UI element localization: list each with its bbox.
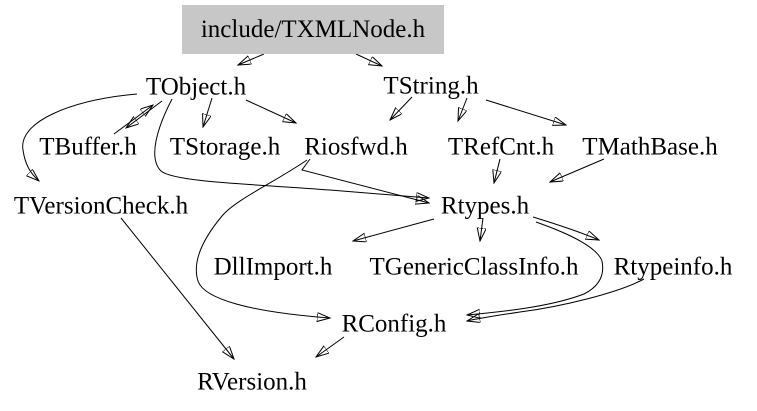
edge-riosfwd-to-rtypes	[301, 158, 429, 203]
edge-tstring-to-trefcnt	[458, 97, 468, 121]
node-trefcnt[interactable]: TRefCnt.h	[447, 133, 555, 161]
node-tstring[interactable]: TString.h	[383, 72, 479, 100]
edge-rtypes-to-rtypeinfo	[532, 216, 599, 240]
edge-tstring-to-riosfwd	[390, 96, 413, 120]
node-tmathbase[interactable]: TMathBase.h	[582, 133, 718, 161]
edge-rtypes-to-tgenericclassinfo	[480, 217, 483, 241]
node-rtypeinfo[interactable]: Rtypeinfo.h	[613, 253, 733, 281]
node-rversion[interactable]: RVersion.h	[197, 368, 307, 396]
node-dllimport[interactable]: DllImport.h	[213, 253, 333, 281]
edge-riosfwd-to-rconfig	[195, 159, 330, 318]
node-tgenericclassinfo[interactable]: TGenericClassInfo.h	[369, 253, 579, 281]
node-tobject[interactable]: TObject.h	[145, 73, 247, 101]
node-rtypes[interactable]: Rtypes.h	[440, 192, 530, 220]
edge-rconfig-to-rversion	[316, 336, 345, 357]
edge-tversioncheck-to-rversion	[120, 217, 234, 359]
edge-tobject-to-riosfwd	[245, 99, 296, 123]
edge-rtypeinfo-to-rconfig	[467, 278, 645, 321]
edge-tobject-to-tbuffer	[126, 100, 163, 128]
node-riosfwd[interactable]: Riosfwd.h	[304, 133, 408, 161]
edge-rtypes-to-dllimport	[353, 218, 435, 241]
edge-tbuffer-to-tobject	[113, 105, 153, 135]
edge-tstring-to-tmathbase	[485, 99, 566, 125]
edge-tobject-to-tstorage	[203, 97, 213, 127]
edge-txmlnode-to-tstring	[355, 53, 382, 66]
node-rconfig[interactable]: RConfig.h	[341, 310, 447, 338]
node-tbuffer[interactable]: TBuffer.h	[39, 133, 137, 161]
edge-txmlnode-to-tobject	[238, 53, 265, 65]
node-include-txmlnode: include/TXMLNode.h	[182, 5, 444, 54]
edge-rtypes-to-rconfig	[467, 221, 604, 315]
edge-tobject-to-tversioncheck	[22, 93, 138, 181]
edge-tmathbase-to-rtypes	[550, 158, 605, 182]
node-include-txmlnode-label: include/TXMLNode.h	[200, 15, 426, 43]
node-tversioncheck[interactable]: TVersionCheck.h	[13, 192, 189, 220]
edge-tobject-to-rtypes	[154, 98, 429, 198]
edge-trefcnt-to-rtypes	[494, 158, 500, 183]
node-tstorage[interactable]: TStorage.h	[169, 133, 281, 161]
